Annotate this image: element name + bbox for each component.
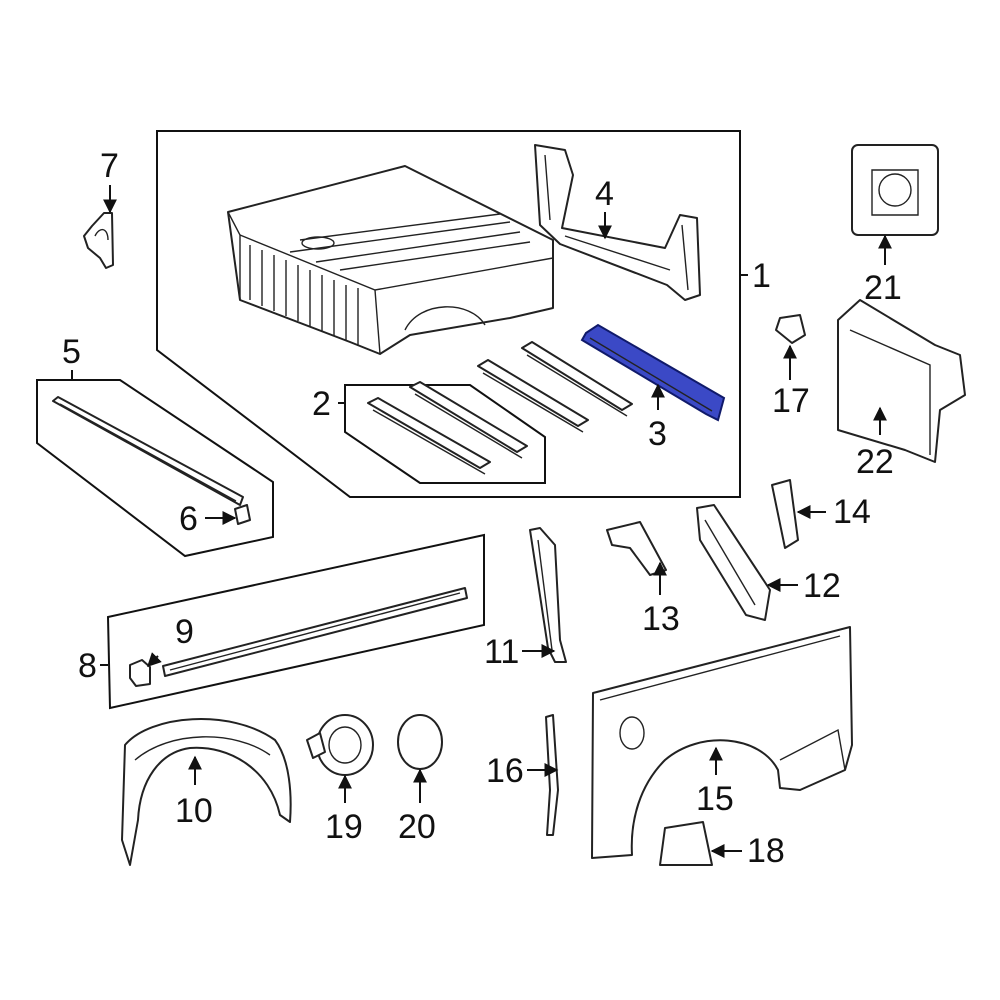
callout-22[interactable]: 22 (856, 443, 894, 481)
callout-2[interactable]: 2 (312, 385, 331, 423)
callout-20[interactable]: 20 (398, 808, 436, 846)
corner-support[interactable] (606, 521, 667, 576)
splash-shield[interactable] (659, 821, 713, 866)
rail-clip[interactable] (234, 504, 251, 525)
fuel-door-housing[interactable] (306, 714, 374, 776)
tie-down-hook[interactable] (83, 212, 114, 269)
side-bracket[interactable] (696, 504, 771, 621)
callout-13[interactable]: 13 (642, 600, 680, 638)
front-panel[interactable] (534, 144, 701, 301)
side-rail-clip[interactable] (129, 659, 151, 687)
rear-pillar[interactable] (529, 527, 567, 663)
bumper-stop[interactable] (775, 314, 806, 344)
callout-12[interactable]: 12 (803, 567, 841, 605)
callout-16[interactable]: 16 (486, 752, 524, 790)
callout-14[interactable]: 14 (833, 493, 871, 531)
side-rail[interactable] (162, 587, 468, 677)
crossmember-set[interactable] (367, 341, 633, 475)
callout-4[interactable]: 4 (595, 175, 614, 213)
callout-labels: 1 2 3 4 5 6 7 8 9 10 11 12 13 14 15 16 1… (62, 147, 902, 870)
callout-5[interactable]: 5 (62, 333, 81, 371)
callout-8[interactable]: 8 (78, 647, 97, 685)
callout-9[interactable]: 9 (175, 613, 194, 651)
bed-rail[interactable] (52, 396, 244, 506)
callout-1[interactable]: 1 (752, 257, 771, 295)
callout-19[interactable]: 19 (325, 808, 363, 846)
highlighted-crossmember[interactable] (580, 323, 726, 422)
crossmember-group-frame (344, 384, 546, 484)
pickup-box[interactable] (227, 165, 554, 355)
callout-7[interactable]: 7 (100, 147, 119, 185)
main-bed-group-frame (156, 130, 741, 498)
fuel-door[interactable] (397, 714, 443, 770)
stake-pocket[interactable] (771, 479, 799, 549)
rail-group-frame (36, 379, 274, 558)
wheelhouse-liner[interactable] (121, 718, 292, 866)
callout-18[interactable]: 18 (747, 832, 785, 870)
callout-21[interactable]: 21 (864, 269, 902, 307)
callout-11[interactable]: 11 (484, 633, 519, 671)
side-rail-group-frame (106, 533, 485, 710)
callout-6[interactable]: 6 (179, 500, 198, 538)
callout-17[interactable]: 17 (772, 382, 810, 420)
access-cover[interactable] (837, 299, 966, 463)
callout-10[interactable]: 10 (175, 792, 213, 830)
seal-strip[interactable] (545, 714, 559, 836)
callout-3[interactable]: 3 (648, 415, 667, 453)
tie-down-plate[interactable] (851, 144, 939, 236)
leader-lines (71, 185, 892, 858)
callout-15[interactable]: 15 (696, 780, 734, 818)
outer-side-panel[interactable] (591, 626, 853, 859)
